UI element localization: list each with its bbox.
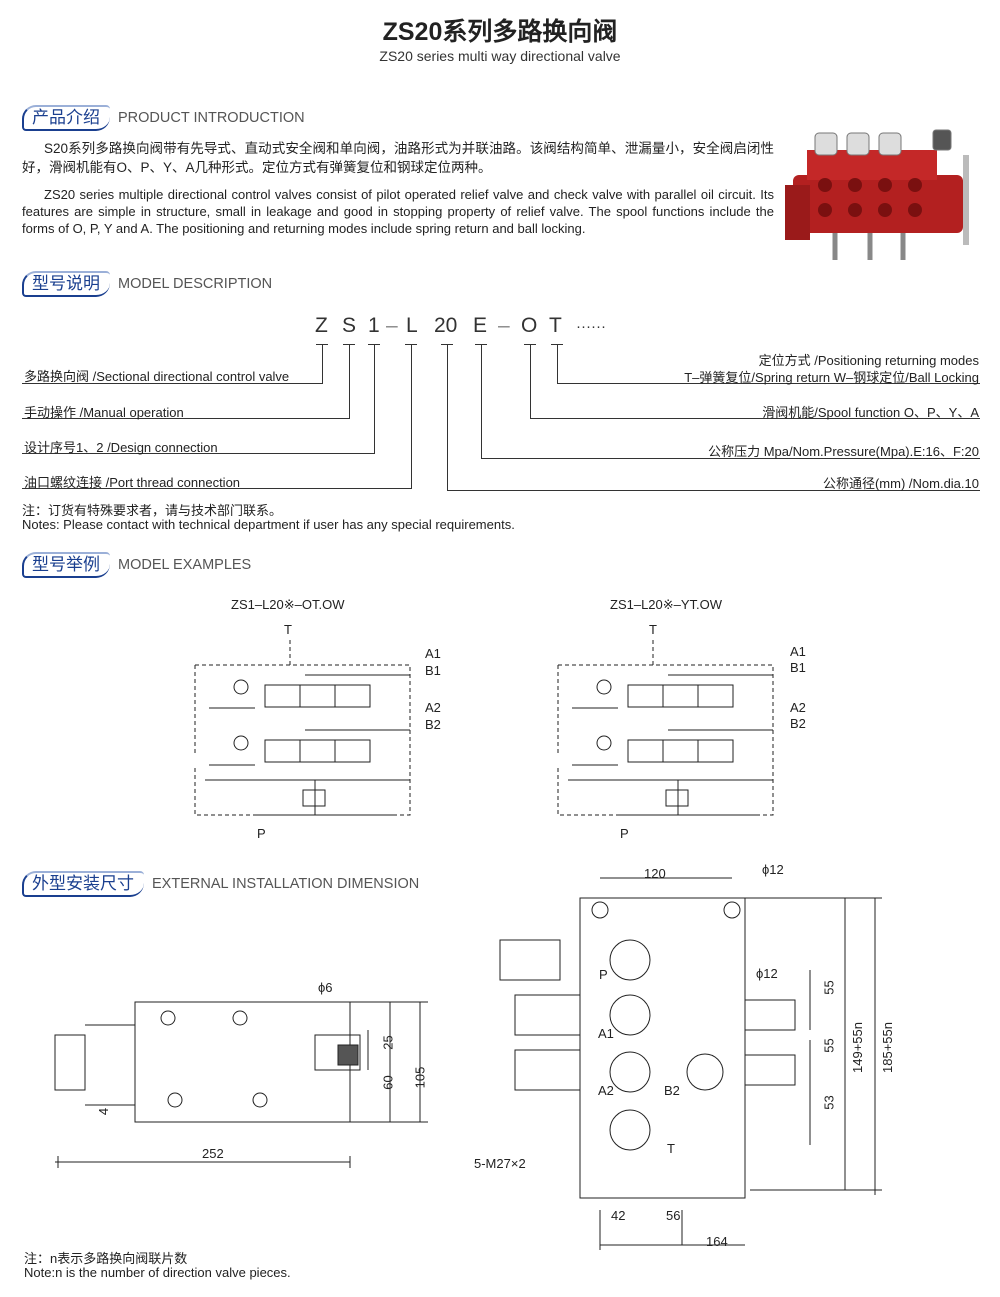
section-header-dims: 外型安装尺寸 EXTERNAL INSTALLATION DIMENSION	[22, 870, 419, 898]
dim-105: 105	[412, 1066, 428, 1089]
code-letter: L	[406, 314, 418, 337]
example-label-2: ZS1–L20※–YT.OW	[610, 597, 723, 612]
dim-60: 60	[380, 1075, 396, 1090]
model-label-manual: 手动操作 /Manual operation	[24, 405, 184, 420]
model-label-return-types: T–弹簧复位/Spring return W–钢球定位/Ball Locking	[684, 370, 979, 385]
section-title: MODEL DESCRIPTION	[118, 276, 273, 292]
dim-149-55n: 149+55n	[849, 1022, 865, 1073]
dims-note-en: Note:n is the number of direction valve …	[24, 1265, 291, 1280]
thread-callout: 5-M27×2	[474, 1156, 526, 1171]
label-P: P	[599, 967, 608, 982]
page-subtitle: ZS20 series multi way directional valve	[379, 48, 621, 64]
section-badge: 外型安装尺寸	[22, 871, 144, 897]
code-letter: E	[473, 314, 488, 337]
side-view-drawing: 252 ϕ6 25 60 105 4	[50, 980, 450, 1170]
port-B2: B2	[425, 717, 441, 732]
port-A2: A2	[790, 700, 806, 715]
intro-paragraph-en: ZS20 series multiple directional control…	[22, 187, 774, 236]
model-label-design: 设计序号1、2 /Design connection	[24, 440, 218, 455]
port-B1: B1	[790, 660, 806, 675]
port-B2: B2	[790, 716, 806, 731]
port-A1: A1	[790, 644, 806, 659]
section-title: MODEL EXAMPLES	[118, 557, 252, 573]
port-A1: A1	[425, 646, 441, 661]
note-cn: 注：订货有特殊要求者，请与技术部门联系。	[22, 503, 283, 518]
front-view-outline	[499, 877, 882, 1250]
dim-55a: 55	[821, 980, 837, 995]
section-title: EXTERNAL INSTALLATION DIMENSION	[152, 876, 420, 892]
dim-phi12-top: ϕ12	[762, 862, 784, 877]
dim-56: 56	[666, 1208, 681, 1223]
port-P: P	[257, 826, 266, 841]
code-letter: –	[386, 314, 398, 337]
section-badge: 型号举例	[22, 552, 110, 578]
dim-25: 25	[380, 1035, 396, 1050]
section-header-intro: 产品介绍 PRODUCT INTRODUCTION	[22, 104, 305, 132]
circuit-schematic	[194, 640, 411, 816]
section-header-examples: 型号举例 MODEL EXAMPLES	[22, 551, 251, 579]
port-A2: A2	[425, 700, 441, 715]
section-badge: 产品介绍	[22, 105, 110, 131]
model-label-port: 油口螺纹连接 /Port thread connection	[24, 475, 241, 490]
code-letter: S	[342, 314, 357, 337]
code-letter: O	[521, 314, 538, 337]
port-B1: B1	[425, 663, 441, 678]
label-A2: A2	[598, 1083, 614, 1098]
dim-53: 53	[821, 1095, 837, 1110]
label-T: T	[667, 1141, 675, 1156]
front-view-drawing: 120 ϕ12 ϕ12 P A1 A2 B2 T 55 55 53 149+55…	[470, 860, 930, 1255]
dim-120: 120	[644, 866, 666, 881]
circuit-diagram-1: T P A1 B1 A2 B2	[194, 620, 441, 850]
model-label-pressure: 公称压力 Mpa/Nom.Pressure(Mpa).E:16、F:20	[708, 444, 979, 459]
dim-phi12-side: ϕ12	[756, 966, 778, 981]
model-label-spool: 滑阀机能/Spool function O、P、Y、A	[762, 405, 979, 420]
side-view-outline	[54, 1001, 428, 1168]
section-badge: 型号说明	[22, 271, 110, 297]
label-A1: A1	[598, 1026, 614, 1041]
circuit-diagram-2: T P A1 B1 A2 B2	[557, 620, 806, 850]
code-letter: 20	[434, 314, 458, 337]
valve-product-photo	[785, 129, 969, 260]
code-dots: ······	[576, 318, 606, 335]
dim-phi6: ϕ6	[318, 980, 333, 995]
model-label-positioning: 定位方式 /Positioning returning modes	[758, 353, 979, 368]
port-P: P	[620, 826, 629, 841]
section-header-model: 型号说明 MODEL DESCRIPTION	[22, 270, 272, 298]
dim-42: 42	[611, 1208, 626, 1223]
intro-paragraph-cn: S20系列多路换向阀带有先导式、直动式安全阀和单向阀，油路形式为并联油路。该阀结…	[22, 141, 774, 175]
section-title: PRODUCT INTRODUCTION	[118, 110, 305, 126]
dim-185-55n: 185+55n	[879, 1022, 895, 1073]
page-title: ZS20系列多路换向阀	[382, 18, 618, 46]
code-letter: 1	[368, 314, 380, 337]
code-letter: –	[498, 314, 510, 337]
dim-4: 4	[96, 1107, 112, 1116]
dims-note-cn: 注：n表示多路换向阀联片数	[24, 1251, 188, 1266]
label-B2: B2	[664, 1083, 680, 1098]
circuit-schematic	[557, 640, 774, 816]
model-label-sectional: 多路换向阀 /Sectional directional control val…	[24, 369, 290, 384]
example-label-1: ZS1–L20※–OT.OW	[231, 597, 345, 612]
note-en: Notes: Please contact with technical dep…	[22, 517, 515, 532]
port-T: T	[649, 622, 657, 637]
code-letter: T	[549, 314, 562, 337]
model-label-diameter: 公称通径(mm) /Nom.dia.10	[822, 476, 979, 491]
port-T: T	[284, 622, 292, 637]
dim-55b: 55	[821, 1038, 837, 1053]
dim-164: 164	[706, 1234, 728, 1249]
dim-252: 252	[202, 1146, 224, 1161]
code-letter: Z	[315, 314, 328, 337]
